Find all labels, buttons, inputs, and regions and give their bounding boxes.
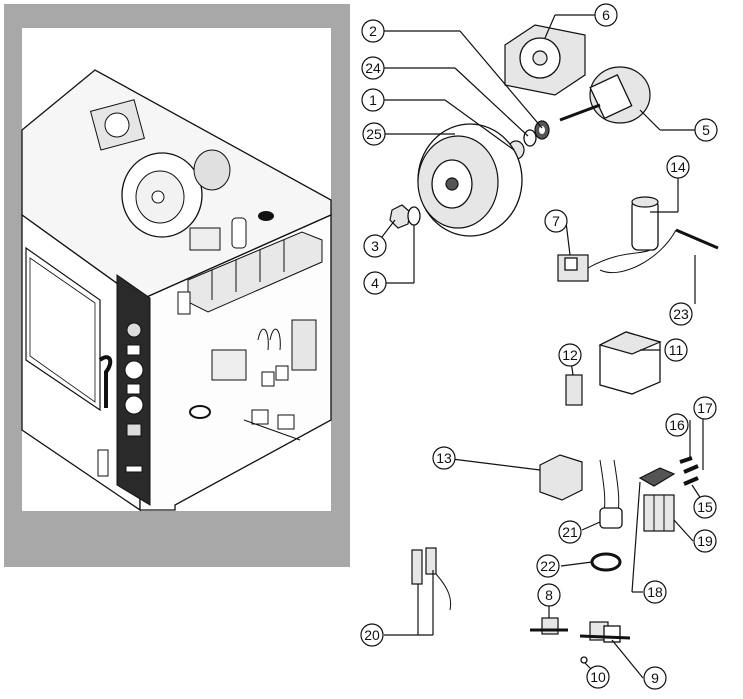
callout-13: 13: [432, 446, 456, 470]
svg-text:19: 19: [697, 533, 713, 549]
oven-overview-panel: [4, 4, 350, 567]
svg-text:17: 17: [697, 400, 713, 416]
svg-text:2: 2: [369, 23, 377, 39]
svg-text:23: 23: [673, 306, 689, 322]
part-9-solenoid-valve: [579, 621, 631, 643]
svg-text:10: 10: [590, 669, 606, 685]
svg-text:3: 3: [371, 238, 379, 254]
svg-text:4: 4: [371, 275, 379, 291]
part-19-terminal-block: [643, 494, 675, 532]
oven-body: [21, 69, 332, 512]
svg-text:24: 24: [365, 60, 381, 76]
part-13-transformer: [539, 454, 583, 501]
part-21-ferrite-filter: [599, 459, 623, 529]
exploded-parts: [389, 24, 719, 664]
part-18-terminal-cover: [638, 467, 676, 487]
svg-text:25: 25: [366, 126, 382, 142]
callout-7: 7: [544, 209, 568, 233]
callout-2: 2: [361, 19, 385, 43]
part-16-17-15-fuses: [679, 456, 699, 486]
callout-4: 4: [363, 271, 387, 295]
callout-20: 20: [360, 623, 384, 647]
svg-text:13: 13: [436, 450, 452, 466]
part-6-cooling-fan: [504, 24, 586, 96]
callout-5: 5: [694, 118, 718, 142]
callout-11: 11: [664, 338, 688, 362]
svg-text:16: 16: [669, 417, 685, 433]
part-24-washer: [523, 129, 537, 147]
callout-22: 22: [536, 554, 560, 578]
svg-text:21: 21: [562, 524, 578, 540]
svg-text:18: 18: [647, 584, 663, 600]
part-4-washer: [407, 206, 421, 226]
svg-text:5: 5: [702, 122, 710, 138]
part-7-relay: [557, 254, 589, 282]
svg-text:12: 12: [562, 347, 578, 363]
callout-21: 21: [558, 520, 582, 544]
part-8-solenoid-valve: [530, 617, 568, 635]
part-10-nozzle: [580, 656, 588, 664]
svg-text:6: 6: [602, 7, 610, 23]
callout-18: 18: [643, 580, 667, 604]
callout-12: 12: [558, 343, 582, 367]
svg-text:14: 14: [670, 159, 686, 175]
svg-text:22: 22: [540, 558, 556, 574]
part-11-contactor: [598, 331, 662, 395]
callout-14: 14: [666, 155, 690, 179]
part-2-washer: [534, 120, 550, 140]
part-25-fan-wheel: [417, 123, 523, 237]
callout-19: 19: [693, 529, 717, 553]
part-22-cable-clamp: [590, 552, 622, 572]
callout-10: 10: [586, 665, 610, 689]
callout-8: 8: [537, 583, 561, 607]
svg-text:11: 11: [669, 342, 684, 358]
callout-3: 3: [363, 234, 387, 258]
part-14-capacitor: [587, 196, 659, 269]
svg-text:1: 1: [369, 92, 377, 108]
callout-1: 1: [361, 88, 385, 112]
svg-text:15: 15: [697, 499, 713, 515]
callout-9: 9: [643, 666, 667, 690]
callout-6: 6: [594, 3, 618, 27]
svg-text:7: 7: [552, 213, 560, 229]
svg-text:20: 20: [364, 627, 380, 643]
part-5-fan-motor: [559, 66, 651, 124]
callout-23: 23: [669, 302, 693, 326]
callout-16: 16: [665, 413, 689, 437]
callout-15: 15: [693, 495, 717, 519]
part-3-nut: [389, 204, 411, 229]
callout-17: 17: [693, 396, 717, 420]
callout-24: 24: [361, 56, 385, 80]
svg-text:8: 8: [545, 587, 553, 603]
callout-25: 25: [362, 122, 386, 146]
part-23-temperature-probe: [599, 228, 719, 274]
part-12-fuse-holder: [565, 374, 583, 406]
callouts: 2 24 1 25 3 4 6 5 7 14 23 12 11 13 16 17…: [360, 3, 718, 690]
svg-text:9: 9: [651, 670, 659, 686]
part-20-level-probe: [411, 547, 452, 611]
